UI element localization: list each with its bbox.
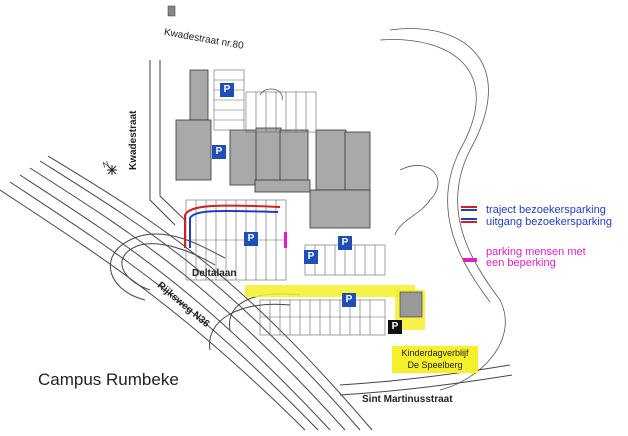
daycare-label: Kinderdagverblijf De Speelberg bbox=[392, 346, 478, 373]
legend-symbols bbox=[461, 206, 477, 262]
street-label-kwadestraat: Kwadestraat bbox=[128, 110, 139, 170]
highway bbox=[0, 155, 373, 431]
kwadestraat-road bbox=[149, 60, 186, 226]
parking-sign: P bbox=[244, 232, 258, 246]
legend-item-visitor-route: traject bezoekersparking bbox=[486, 204, 606, 216]
sint-martinus-road bbox=[339, 364, 513, 396]
south-parking bbox=[259, 299, 386, 336]
parking-sign: P bbox=[338, 236, 352, 250]
kwadestraat-80-building bbox=[167, 5, 176, 17]
legend-exit-symbol bbox=[461, 218, 477, 220]
visitor-route bbox=[184, 204, 281, 248]
street-label-sint-martinus: Sint Martinusstraat bbox=[362, 394, 453, 405]
legend-accessible-symbol bbox=[463, 258, 477, 262]
hospital-buildings bbox=[175, 69, 371, 229]
campus-title: Campus Rumbeke bbox=[38, 370, 179, 389]
daycare-label-line2: De Speelberg bbox=[407, 360, 463, 370]
legend-item-accessible-2: een beperking bbox=[486, 257, 556, 269]
parking-sign: P bbox=[304, 250, 318, 264]
parking-sign: P bbox=[342, 293, 356, 307]
legend-item-visitor-exit: uitgang bezoekersparking bbox=[486, 216, 612, 228]
legend-route-symbol bbox=[461, 206, 477, 208]
legend-item-accessible-1: parking mensen met bbox=[486, 246, 586, 258]
compass-icon bbox=[107, 165, 117, 175]
parking-sign: P bbox=[212, 145, 226, 159]
street-label-deltalaan: Deltalaan bbox=[192, 268, 237, 279]
daycare-parking-sign: P bbox=[388, 320, 402, 334]
daycare-label-line1: Kinderdagverblijf bbox=[401, 348, 469, 358]
parking-lot-north bbox=[213, 69, 317, 133]
daycare-building bbox=[399, 291, 423, 318]
parking-sign: P bbox=[220, 83, 234, 97]
east-paths bbox=[259, 28, 506, 391]
accessible-parking-marker bbox=[284, 232, 287, 248]
